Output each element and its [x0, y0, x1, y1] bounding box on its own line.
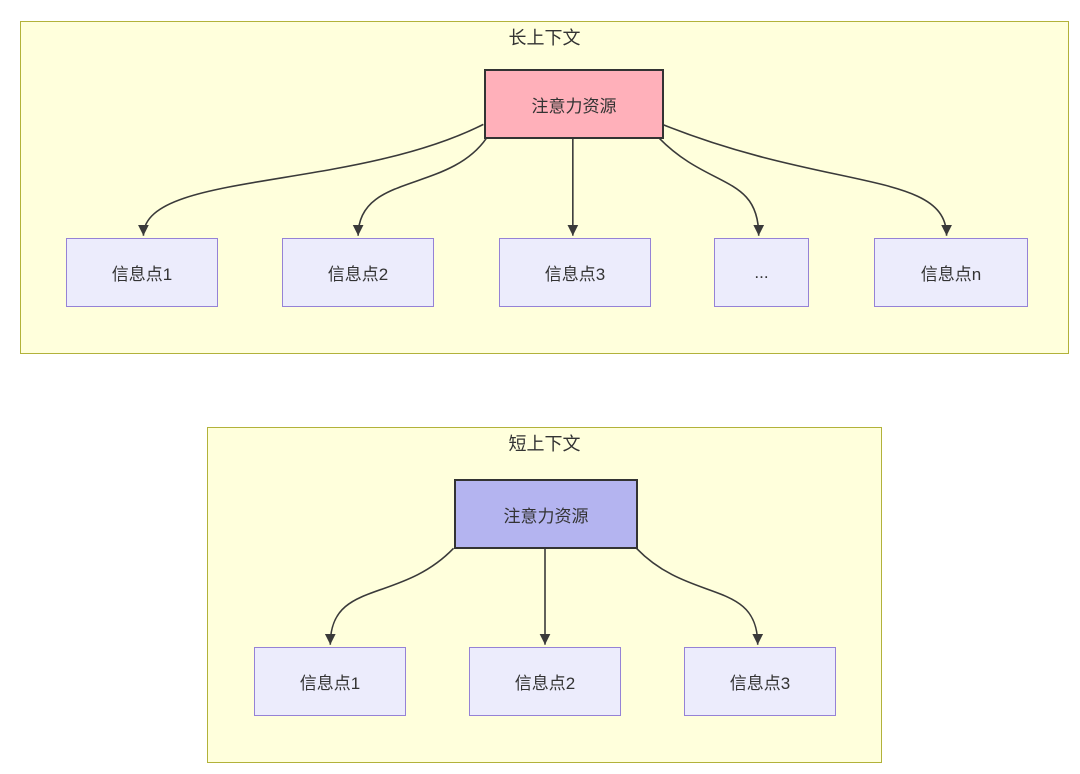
panel-short-context-title: 短上下文: [508, 434, 581, 454]
arrow-long-2: [352, 137, 488, 236]
panel-long-context-title: 长上下文: [508, 28, 581, 48]
arrow-short-3: [635, 547, 764, 645]
info-node-short-1: 信息点1: [254, 647, 406, 716]
panel-short-context: 短上下文 注意力资源 信息点1 信息点2 信息点3: [207, 427, 882, 763]
info-node-short-2: 信息点2: [469, 647, 621, 716]
info-node-long-2: 信息点2: [282, 238, 434, 307]
info-node-short-3: 信息点3: [684, 647, 836, 716]
arrow-long-1: [137, 123, 484, 236]
arrow-long-5: [661, 123, 953, 236]
arrow-long-4: [658, 137, 765, 236]
info-node-long-3: 信息点3: [499, 238, 651, 307]
panel-long-context: 长上下文 注意力资源 信息点1 信息点2 信息点3 ... 信息点n: [20, 21, 1069, 354]
attention-node-short: 注意力资源: [454, 479, 638, 549]
attention-node-long: 注意力资源: [484, 69, 664, 139]
info-node-long-n: 信息点n: [874, 238, 1028, 307]
info-node-long-1: 信息点1: [66, 238, 218, 307]
info-node-long-ellipsis: ...: [714, 238, 809, 307]
arrow-short-1: [324, 547, 455, 645]
